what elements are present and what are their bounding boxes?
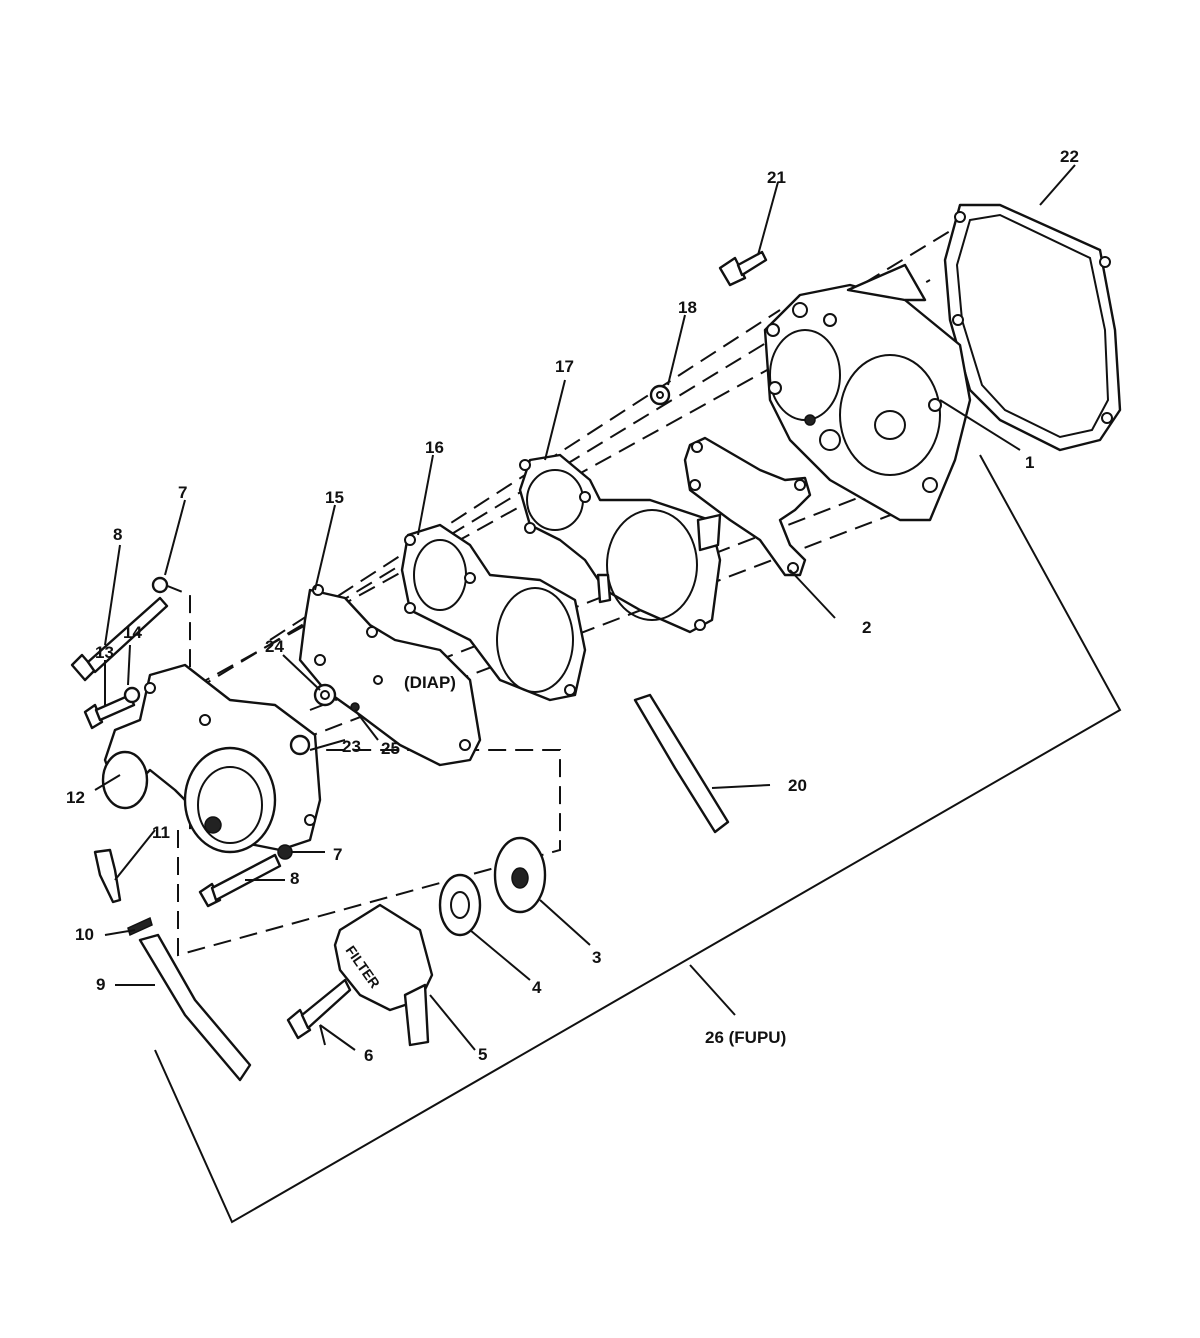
part-12-pump-cover <box>101 663 322 854</box>
callout-2: 2 <box>862 618 871 637</box>
part-22-gasket <box>943 203 1122 452</box>
part-23-ring <box>289 734 311 756</box>
callout-8-upper: 8 <box>113 525 122 544</box>
callout-10: 10 <box>75 925 94 944</box>
callout-labels: 1 2 3 4 5 6 7 7 8 8 9 10 11 12 13 14 15 … <box>66 147 1079 1065</box>
callout-15: 15 <box>325 488 344 507</box>
callout-9: 9 <box>96 975 105 994</box>
callout-23: 23 <box>342 737 361 756</box>
part-4-seal-ring <box>438 873 482 937</box>
part-7-washer-upper <box>151 576 169 594</box>
callout-13: 13 <box>95 643 114 662</box>
part-11-fitting <box>93 848 122 904</box>
callout-18: 18 <box>678 298 697 317</box>
part-2-bracket-plate <box>683 436 812 577</box>
callout-24: 24 <box>265 637 284 656</box>
part-5-filter-bowl: FILTER <box>333 903 434 1047</box>
part-13-screw <box>83 693 136 730</box>
part-8-screw-upper <box>70 596 169 682</box>
callout-7-lower: 7 <box>333 845 342 864</box>
part-25-pin <box>350 702 360 712</box>
callout-1: 1 <box>1025 453 1034 472</box>
callout-25: 25 <box>381 739 400 758</box>
part-1-pump-body <box>763 263 972 522</box>
callout-5: 5 <box>478 1045 487 1064</box>
part-20-hose <box>633 693 730 834</box>
callout-6: 6 <box>364 1046 373 1065</box>
part-21-screw <box>718 250 768 287</box>
part-3-filter-screen <box>493 836 547 914</box>
part-9-hose <box>138 933 252 1082</box>
part-8-screw-lower <box>198 853 282 908</box>
callout-8-lower: 8 <box>290 869 299 888</box>
callout-20: 20 <box>788 776 807 795</box>
callout-17: 17 <box>555 357 574 376</box>
callout-16: 16 <box>425 438 444 457</box>
leader-lines <box>94 164 1076 1051</box>
callout-14: 14 <box>123 623 142 642</box>
callout-4: 4 <box>532 978 542 997</box>
diap-label: (DIAP) <box>404 673 456 692</box>
part-15-diaphragm <box>298 584 482 767</box>
assembly-bracket <box>154 454 1122 1224</box>
callout-22: 22 <box>1060 147 1079 166</box>
part-7-washer-lower <box>277 844 293 860</box>
part-6-screw <box>286 978 352 1040</box>
part-17-housing <box>518 453 722 634</box>
part-14-washer <box>123 686 141 704</box>
callout-26: 26 (FUPU) <box>705 1028 786 1047</box>
part-18-nut <box>649 384 671 406</box>
callout-11: 11 <box>152 823 170 842</box>
callout-12: 12 <box>66 788 85 807</box>
callout-21: 21 <box>767 168 786 187</box>
part-10-clip <box>127 916 153 937</box>
callout-7-upper: 7 <box>178 483 187 502</box>
callout-3: 3 <box>592 948 601 967</box>
part-24-nut <box>313 683 337 707</box>
part-16-gasket <box>400 523 587 702</box>
